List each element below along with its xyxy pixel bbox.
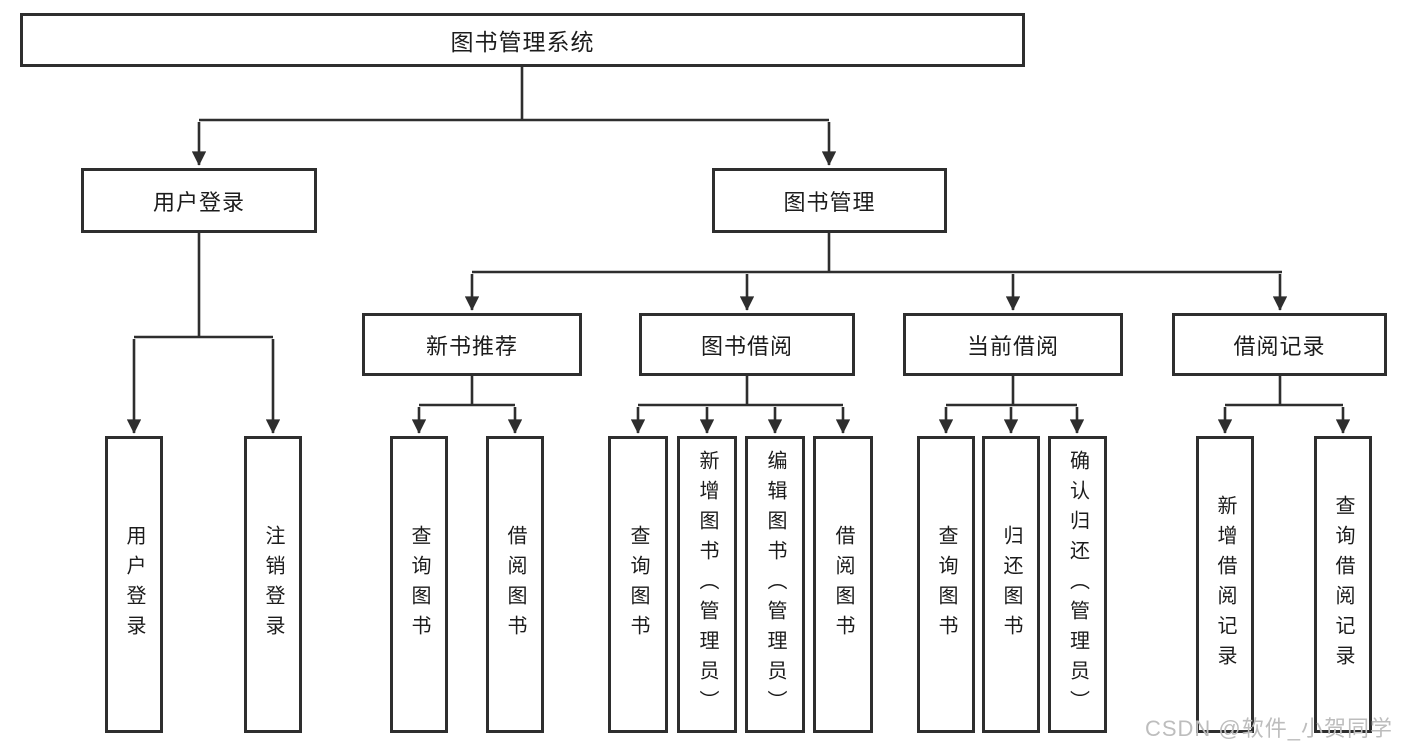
node-library-system: 图书管理系统 [20,13,1025,67]
leaf-bb-edit-books-admin-label: 编辑图书（管理员） [764,449,786,720]
connector-trunks [134,67,1343,407]
leaf-logout-label: 注销登录 [262,524,284,645]
node-new-book-recommend: 新书推荐 [362,313,582,376]
leaf-bb-edit-books-admin: 编辑图书（管理员） [745,436,805,733]
leaf-nb-borrow-books: 借阅图书 [486,436,544,733]
leaf-br-query-record-label: 查询借阅记录 [1332,494,1354,675]
node-book-management: 图书管理 [712,168,947,233]
leaf-nb-query-books-label: 查询图书 [408,524,430,645]
leaf-bb-borrow-books: 借阅图书 [813,436,873,733]
leaf-br-query-record: 查询借阅记录 [1314,436,1372,733]
leaf-cb-confirm-return-admin: 确认归还（管理员） [1048,436,1107,733]
leaf-bb-add-books-admin: 新增图书（管理员） [677,436,737,733]
leaf-bb-query-books-label: 查询图书 [627,524,649,645]
leaf-bb-borrow-books-label: 借阅图书 [832,524,854,645]
leaf-bb-query-books: 查询图书 [608,436,668,733]
node-borrowing-records: 借阅记录 [1172,313,1387,376]
node-library-system-label: 图书管理系统 [450,29,595,55]
leaf-logout: 注销登录 [244,436,302,733]
leaf-br-add-record-label: 新增借阅记录 [1214,494,1236,675]
leaf-cb-return-books: 归还图书 [982,436,1040,733]
node-book-borrowing: 图书借阅 [639,313,855,376]
leaf-cb-query-books: 查询图书 [917,436,975,733]
leaf-user-login: 用户登录 [105,436,163,733]
leaf-user-login-label: 用户登录 [123,524,145,645]
node-new-book-recommend-label: 新书推荐 [425,333,518,359]
node-borrowing-records-label: 借阅记录 [1233,333,1326,359]
node-user-login-branch: 用户登录 [81,168,317,233]
leaf-cb-query-books-label: 查询图书 [935,524,957,645]
leaf-cb-confirm-return-admin-label: 确认归还（管理员） [1066,449,1089,720]
node-current-borrowing: 当前借阅 [903,313,1123,376]
csdn-watermark: CSDN @软件_小贺同学 [1144,716,1393,741]
node-user-login-branch-label: 用户登录 [152,189,245,215]
leaf-bb-add-books-admin-label: 新增图书（管理员） [696,449,718,720]
node-current-borrowing-label: 当前借阅 [966,333,1059,359]
leaf-cb-return-books-label: 归还图书 [1000,524,1022,645]
leaf-nb-borrow-books-label: 借阅图书 [504,524,526,645]
node-book-borrowing-label: 图书借阅 [700,333,793,359]
node-book-management-label: 图书管理 [783,189,876,215]
leaf-br-add-record: 新增借阅记录 [1196,436,1254,733]
leaf-nb-query-books: 查询图书 [390,436,448,733]
